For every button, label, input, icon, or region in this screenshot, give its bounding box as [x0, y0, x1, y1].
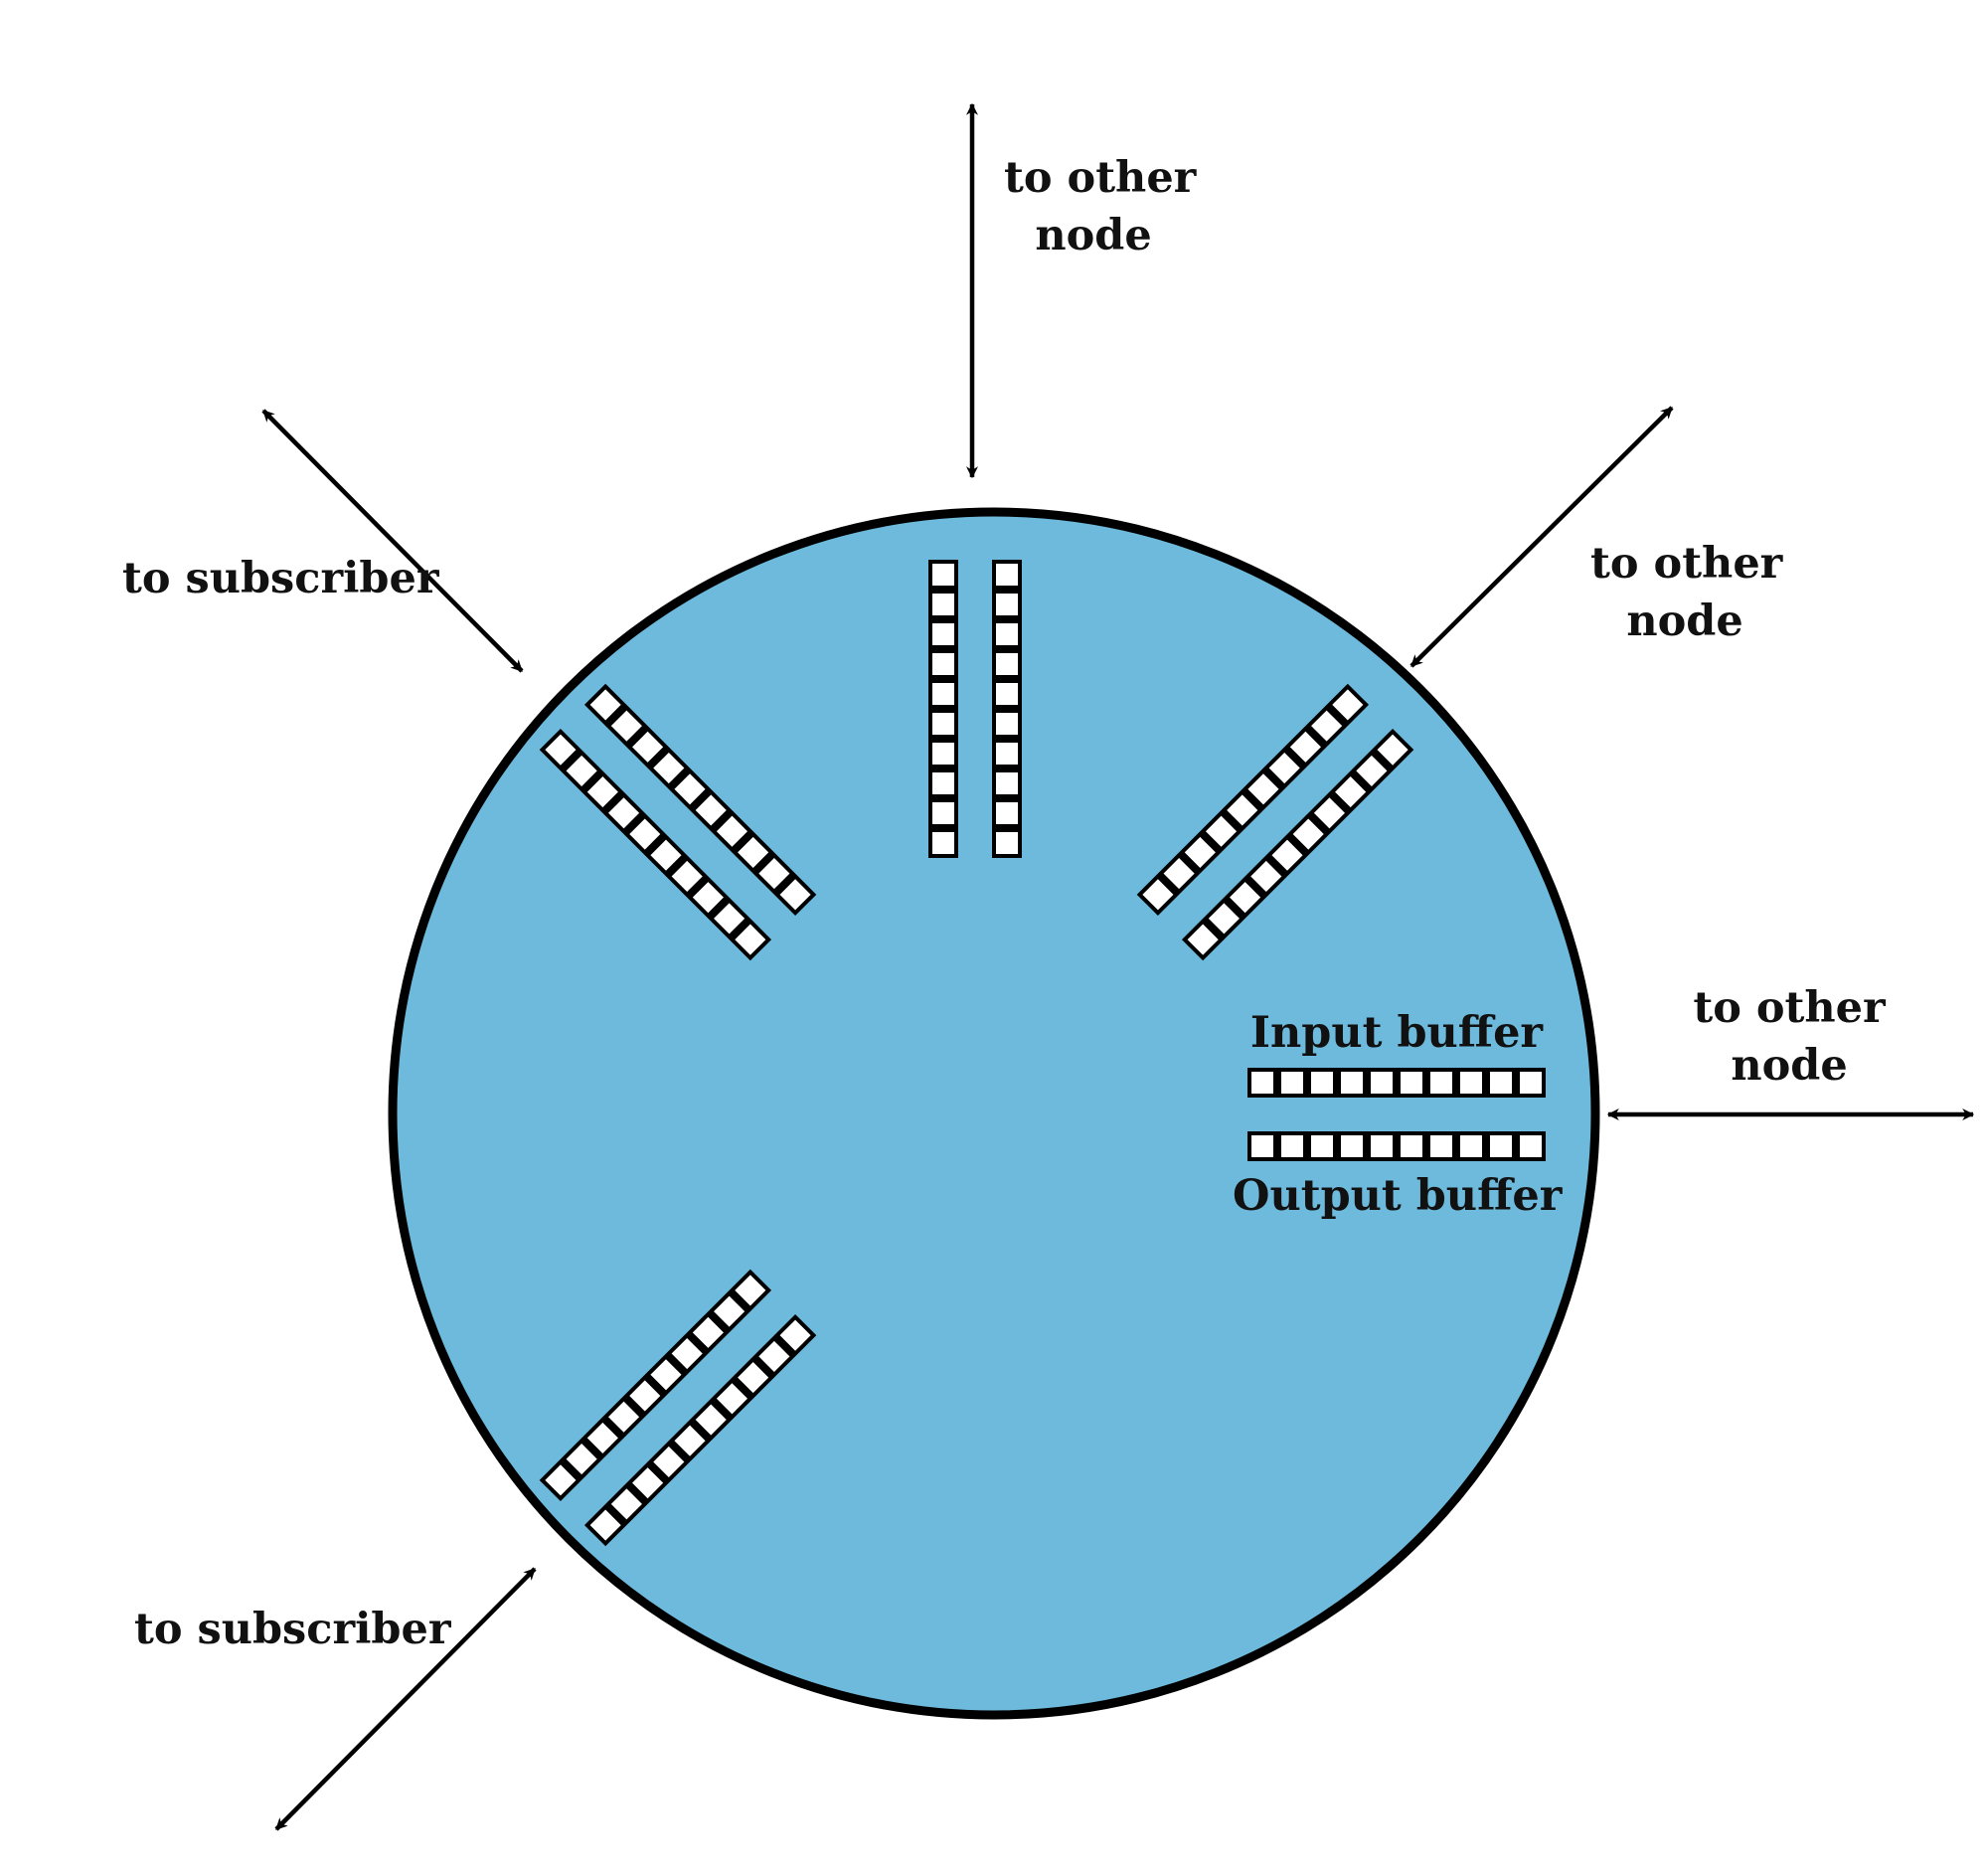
buffer-cell	[589, 1509, 621, 1541]
buffer-cell	[932, 594, 954, 615]
input-buffer-strip	[928, 560, 958, 858]
buffer-cell	[996, 832, 1018, 854]
buffer-cell	[1520, 1072, 1542, 1094]
buffer-cell	[779, 879, 811, 911]
buffer-cell	[610, 710, 642, 742]
buffer-cell	[932, 653, 954, 675]
buffer-cell	[1341, 1072, 1363, 1094]
label-line: Input buffer	[1249, 1008, 1544, 1058]
buffer-cell	[932, 564, 954, 586]
buffer-cell	[932, 623, 954, 645]
label-to-other-node-right: to other node	[1690, 979, 1889, 1095]
label-line: to other	[1004, 153, 1197, 203]
buffer-cell	[545, 734, 577, 766]
buffer-cell	[1490, 1135, 1512, 1157]
label-line: to subscriber	[134, 1605, 451, 1654]
label-line: to other	[1693, 983, 1886, 1033]
buffer-pair-lower-left	[539, 1269, 817, 1547]
buffer-cell	[932, 743, 954, 765]
buffer-cell	[629, 1380, 661, 1412]
buffer-cell	[1490, 1072, 1512, 1094]
arrow-upper-right-node	[1409, 406, 1674, 668]
buffer-pair-right	[1247, 1068, 1546, 1161]
buffer-cell	[714, 903, 746, 935]
buffer-cell	[1520, 1135, 1542, 1157]
buffer-cell	[932, 683, 954, 705]
buffer-cell	[1460, 1135, 1482, 1157]
buffer-cell	[566, 755, 597, 786]
arrow-lower-left-subscriber	[274, 1567, 537, 1831]
buffer-cell	[932, 802, 954, 824]
label-output-buffer: Output buffer	[1233, 1167, 1563, 1225]
label-to-subscriber-upper-left: to subscriber	[122, 550, 439, 607]
buffer-cell	[996, 772, 1018, 794]
input-buffer-strip	[1136, 683, 1370, 917]
buffer-cell	[996, 623, 1018, 645]
buffer-cell	[1371, 1072, 1393, 1094]
buffer-cell	[996, 743, 1018, 765]
label-line: node	[1731, 1041, 1848, 1091]
buffer-cell	[996, 683, 1018, 705]
label-line: to subscriber	[122, 554, 439, 603]
buffer-pair-upper-right	[1136, 683, 1414, 961]
buffer-cell	[735, 1275, 766, 1306]
buffer-cell	[1230, 882, 1261, 914]
buffer-cell	[1311, 1072, 1333, 1094]
buffer-cell	[932, 713, 954, 735]
label-input-buffer: Input buffer	[1247, 1004, 1546, 1062]
buffer-cell	[1401, 1135, 1422, 1157]
buffer-cell	[996, 564, 1018, 586]
label-to-other-node-upper-right: to other node	[1590, 535, 1783, 650]
output-buffer-strip	[539, 1269, 772, 1502]
buffer-cell	[1281, 1072, 1303, 1094]
buffer-cell	[996, 594, 1018, 615]
buffer-cell	[1142, 879, 1174, 911]
buffer-cell	[1247, 773, 1279, 805]
buffer-groups	[539, 560, 1546, 1547]
buffer-pair-upper-left	[539, 683, 817, 961]
output-buffer-strip	[992, 560, 1022, 858]
buffer-cell	[996, 713, 1018, 735]
buffer-pair-top	[928, 560, 1022, 858]
arrow-upper-left-subscriber	[261, 409, 524, 673]
buffer-cell	[1251, 1072, 1273, 1094]
label-to-subscriber-lower-left: to subscriber	[134, 1601, 451, 1658]
buffer-cell	[1401, 1072, 1422, 1094]
label-line: node	[1035, 211, 1152, 260]
label-to-other-node-top: to other node	[1004, 149, 1197, 264]
buffer-cell	[1341, 1135, 1363, 1157]
buffer-cell	[1281, 1135, 1303, 1157]
buffer-cell	[695, 1404, 727, 1436]
input-buffer-strip	[583, 1313, 817, 1547]
label-line: to other	[1590, 539, 1783, 589]
buffer-cell	[1311, 1135, 1333, 1157]
buffer-cell	[735, 924, 766, 955]
buffer-cell	[1251, 1135, 1273, 1157]
output-buffer-strip	[1247, 1131, 1546, 1161]
buffer-cell	[1460, 1072, 1482, 1094]
buffer-cell	[589, 689, 621, 721]
buffer-cell	[932, 772, 954, 794]
input-buffer-strip	[1247, 1068, 1546, 1098]
buffer-cell	[1430, 1072, 1452, 1094]
buffer-cell	[932, 832, 954, 854]
label-line: node	[1626, 597, 1743, 646]
label-line: Output buffer	[1233, 1171, 1563, 1221]
buffer-cell	[1430, 1135, 1452, 1157]
buffer-cell	[1377, 734, 1408, 766]
buffer-cell	[996, 802, 1018, 824]
buffer-cell	[996, 653, 1018, 675]
buffer-cell	[1289, 731, 1321, 763]
output-buffer-strip	[583, 683, 817, 917]
input-buffer-strip	[539, 728, 772, 961]
buffer-cell	[1371, 1135, 1393, 1157]
output-buffer-strip	[1181, 728, 1414, 961]
link-arrows	[261, 102, 1975, 1831]
buffer-cell	[586, 1422, 618, 1453]
buffer-cell	[738, 1362, 769, 1394]
buffer-cell	[758, 858, 790, 890]
buffer-cell	[1271, 839, 1303, 871]
